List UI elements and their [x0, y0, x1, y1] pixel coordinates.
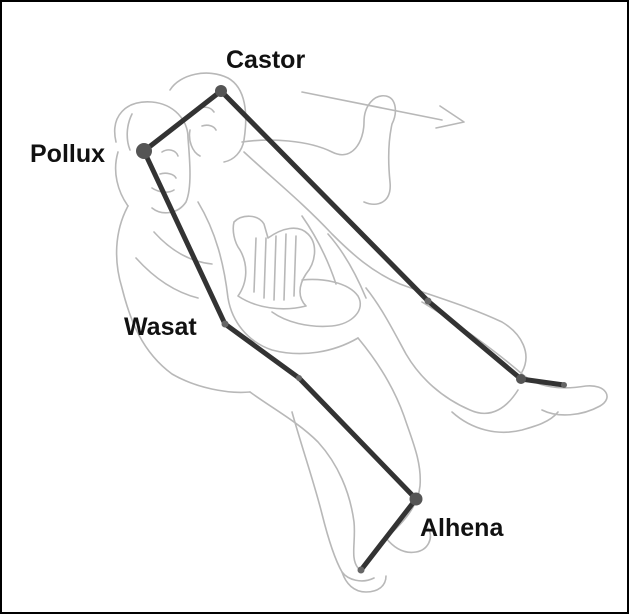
star-labels: Castor Pollux Wasat Alhena: [30, 46, 504, 542]
castor-leg-upper: [366, 288, 518, 413]
pollux-shin: [292, 412, 374, 581]
line-mid-alhena: [299, 378, 416, 499]
label-castor: Castor: [226, 46, 305, 74]
star-castor[interactable]: [215, 85, 227, 97]
pollux-foot: [342, 572, 386, 592]
star-alhena[interactable]: [410, 493, 423, 506]
line-wasat-mid: [225, 324, 299, 378]
castor-foot-2: [452, 412, 558, 432]
constellation-lines: [144, 91, 564, 570]
line-pollux-castor: [144, 91, 221, 151]
constellation-stars: [136, 85, 567, 574]
star-mekbuda: [296, 375, 302, 381]
star-propus: [561, 382, 567, 388]
star-wasat[interactable]: [222, 321, 229, 328]
arrow-head: [436, 106, 464, 128]
line-pollux-wasat: [144, 151, 225, 324]
label-alhena: Alhena: [420, 514, 504, 542]
line-knee-foot: [428, 301, 521, 379]
lyre-hand: [272, 280, 360, 327]
castor-body: [244, 152, 526, 372]
pollux-head-outline: [115, 102, 190, 213]
line-castor-knee: [221, 91, 428, 301]
pollux-hair: [116, 114, 132, 206]
pollux-thigh: [250, 392, 358, 568]
star-pollux[interactable]: [136, 143, 152, 159]
label-pollux: Pollux: [30, 140, 105, 168]
arrow-shaft: [302, 92, 442, 120]
star-mebsuta: [425, 298, 432, 305]
label-wasat: Wasat: [124, 313, 197, 341]
pollux-tunic: [136, 232, 212, 298]
line-alhena-foot: [361, 499, 416, 570]
line-foot-toe: [521, 379, 564, 385]
star-tejat: [516, 374, 526, 384]
lyre-strings: [254, 234, 296, 300]
star-alzirr: [358, 567, 365, 574]
